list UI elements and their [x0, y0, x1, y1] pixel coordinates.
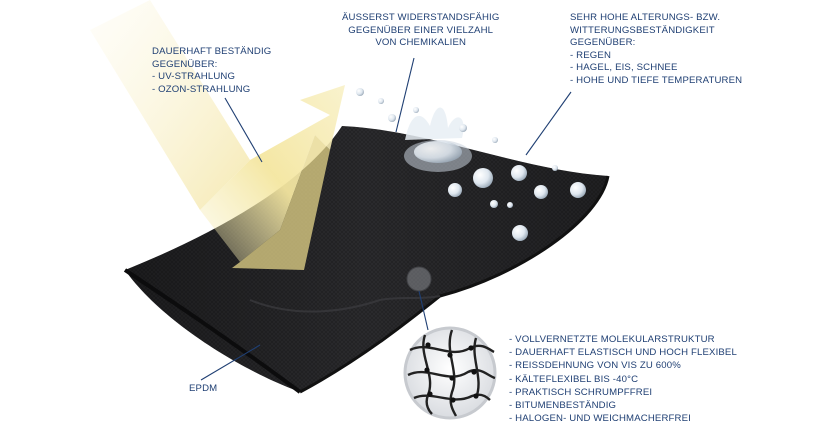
chemical-resistance-callout: ÄUSSERST WIDERSTANDSFÄHIG GEGENÜBER EINE… [342, 12, 499, 50]
properties-callout-line: - REISSDEHNUNG VON VIS ZU 600% [509, 360, 681, 372]
uv-callout-line: - OZON-STRAHLUNG [152, 83, 251, 95]
properties-callout-line: - VOLLVERNETZTE MOLEKULARSTRUKTUR [509, 334, 715, 345]
uv-callout-line: - UV-STRAHLUNG [152, 71, 236, 83]
water-splash-and-droplets [356, 88, 586, 241]
weather-callout-line: - HAGEL, EIS, SCHNEE [570, 62, 678, 74]
epdm-material-label: EPDM [189, 383, 217, 396]
leader-line-epdm [200, 344, 261, 381]
weather-callout-line: WITTERUNGSBESTÄNDIGKEIT [570, 24, 715, 36]
properties-callout-line: - KÄLTEFLEXIBEL BIS -40°C [509, 373, 639, 385]
uv-callout-line: DAUERHAFT BESTÄNDIG [152, 46, 272, 57]
crosslinked-molecular-net-magnifier [403, 266, 497, 420]
weather-callout-line: - REGEN [570, 49, 612, 61]
leader-line-weather [525, 91, 572, 156]
epdm-label-text: EPDM [189, 383, 218, 394]
chemicals-callout-line: GEGENÜBER EINER VIELZAHL [348, 24, 494, 36]
properties-callout-line: - PRAKTISCH SCHRUMPFFREI [509, 386, 653, 398]
uv-callout-line: GEGENÜBER: [152, 58, 218, 70]
leader-lines [200, 57, 572, 381]
weather-callout-line: SEHR HOHE ALTERUNGS- BZW. [570, 12, 721, 23]
leader-line-uv [224, 97, 263, 163]
properties-callout-line: - BITUMENBESTÄNDIG [509, 400, 617, 412]
weather-resistance-callout: SEHR HOHE ALTERUNGS- BZW. WITTERUNGSBEST… [570, 12, 742, 88]
leader-line-chemicals [395, 57, 415, 133]
weather-callout-line: - HOHE UND TIEFE TEMPERATUREN [570, 74, 743, 86]
properties-callout-line: - DAUERHAFT ELASTISCH UND HOCH FLEXIBEL [509, 347, 737, 359]
material-properties-callout: - VOLLVERNETZTE MOLEKULARSTRUKTUR - DAUE… [509, 333, 737, 425]
chemicals-callout-line: ÄUSSERST WIDERSTANDSFÄHIG [342, 12, 500, 23]
chemicals-callout-line: VON CHEMIKALIEN [375, 37, 467, 49]
sunlight-reflection-arrow [90, 0, 345, 270]
properties-callout-line: - HALOGEN- UND WEICHMACHERFREI [509, 413, 691, 425]
weather-callout-line: GEGENÜBER: [570, 37, 636, 49]
epdm-membrane-sheet [123, 126, 610, 394]
uv-resistance-callout: DAUERHAFT BESTÄNDIG GEGENÜBER: - UV-STRA… [152, 46, 271, 96]
leader-line-magnifier [418, 290, 429, 331]
